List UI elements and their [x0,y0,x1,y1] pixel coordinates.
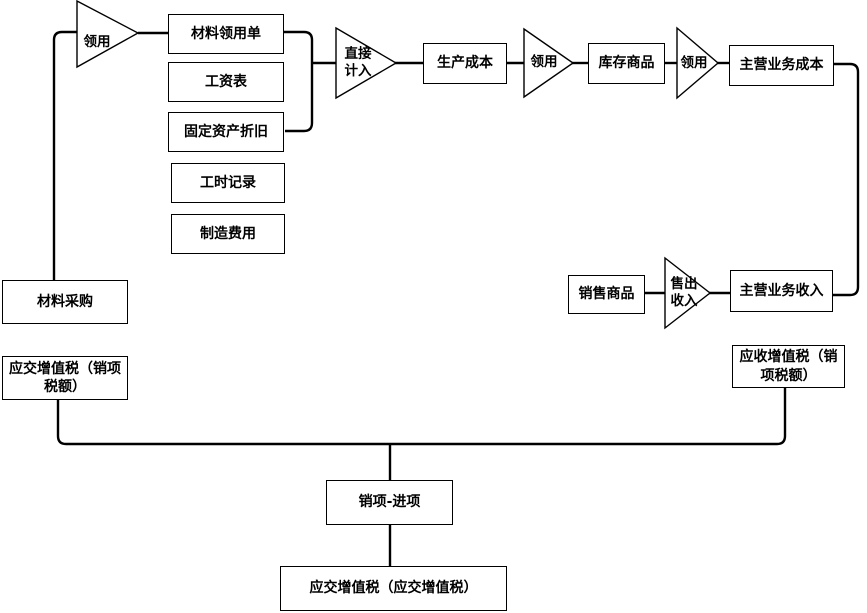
connector-cost-revenue-right-bracket [833,62,860,297]
box-vat-payable-output-tax: 应交增值税（销项 税额） [2,356,128,400]
direct-entry-arrow-label: 直接 计入 [344,46,372,79]
box-work-hours-record: 工时记录 [171,163,285,203]
requisition-arrow-1 [76,0,140,69]
box-payroll: 工资表 [168,62,284,102]
connector-source-docs-bracket [284,30,314,133]
requisition-arrow-2 [523,27,575,99]
box-main-business-cost: 主营业务成本 [729,45,834,86]
direct-entry-arrow [335,26,398,100]
sales-revenue-arrow-label: 售出 收入 [670,276,698,309]
connector-left-requisition-loop [52,30,77,281]
requisition-arrow-3-label: 领用 [680,55,708,71]
box-manufacturing-expense: 制造费用 [171,214,285,254]
requisition-arrow-1-label: 领用 [83,34,111,50]
box-inventory-goods: 库存商品 [588,43,665,84]
sales-revenue-arrow [664,256,712,330]
connector-vat-bottom-loop [56,388,787,446]
box-main-business-revenue: 主营业务收入 [730,270,833,312]
requisition-arrow-3 [676,26,720,100]
box-material-procurement: 材料采购 [2,280,128,324]
box-output-minus-input: 销项-进项 [326,480,453,525]
requisition-arrow-2-label: 领用 [530,54,558,70]
box-vat-receivable-output-tax: 应收增值税（销 项税额） [732,345,845,388]
box-production-cost: 生产成本 [423,43,507,84]
box-vat-payable-final: 应交增值税（应交增值税） [280,566,507,611]
box-fixed-asset-depreciation: 固定资产折旧 [168,112,284,152]
box-goods-sold: 销售商品 [568,275,645,314]
box-material-requisition-form: 材料领用单 [168,14,284,54]
